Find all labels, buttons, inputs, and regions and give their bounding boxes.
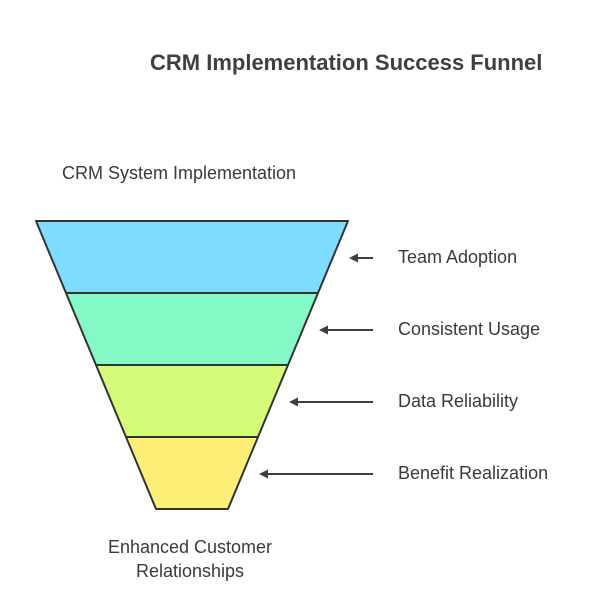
funnel-top-label: CRM System Implementation (62, 163, 297, 183)
stage-label-data-reliability: Data Reliability (398, 391, 519, 411)
bottom-label-line-1: Enhanced Customer (107, 537, 273, 557)
arrow-team-adoption (349, 253, 373, 263)
arrow-data-reliability (289, 397, 373, 407)
bottom-label-line-2: Relationships (135, 561, 245, 581)
funnel-stage-consistent-usage (65, 292, 319, 366)
arrow-consistent-usage (319, 325, 373, 335)
stage-label-team-adoption: Team Adoption (398, 247, 518, 267)
diagram-title: CRM Implementation Success Funnel (150, 50, 543, 75)
arrow-benefit-realization (259, 469, 373, 479)
stage-label-consistent-usage: Consistent Usage (398, 319, 541, 339)
funnel-stage-benefit-realization (125, 436, 259, 510)
funnel-stage-data-reliability (95, 364, 289, 438)
funnel-bottom-label: Enhanced Customer Relationships (70, 535, 310, 583)
stage-label-benefit-realization: Benefit Realization (398, 463, 549, 483)
funnel-stage-team-adoption (35, 220, 349, 294)
